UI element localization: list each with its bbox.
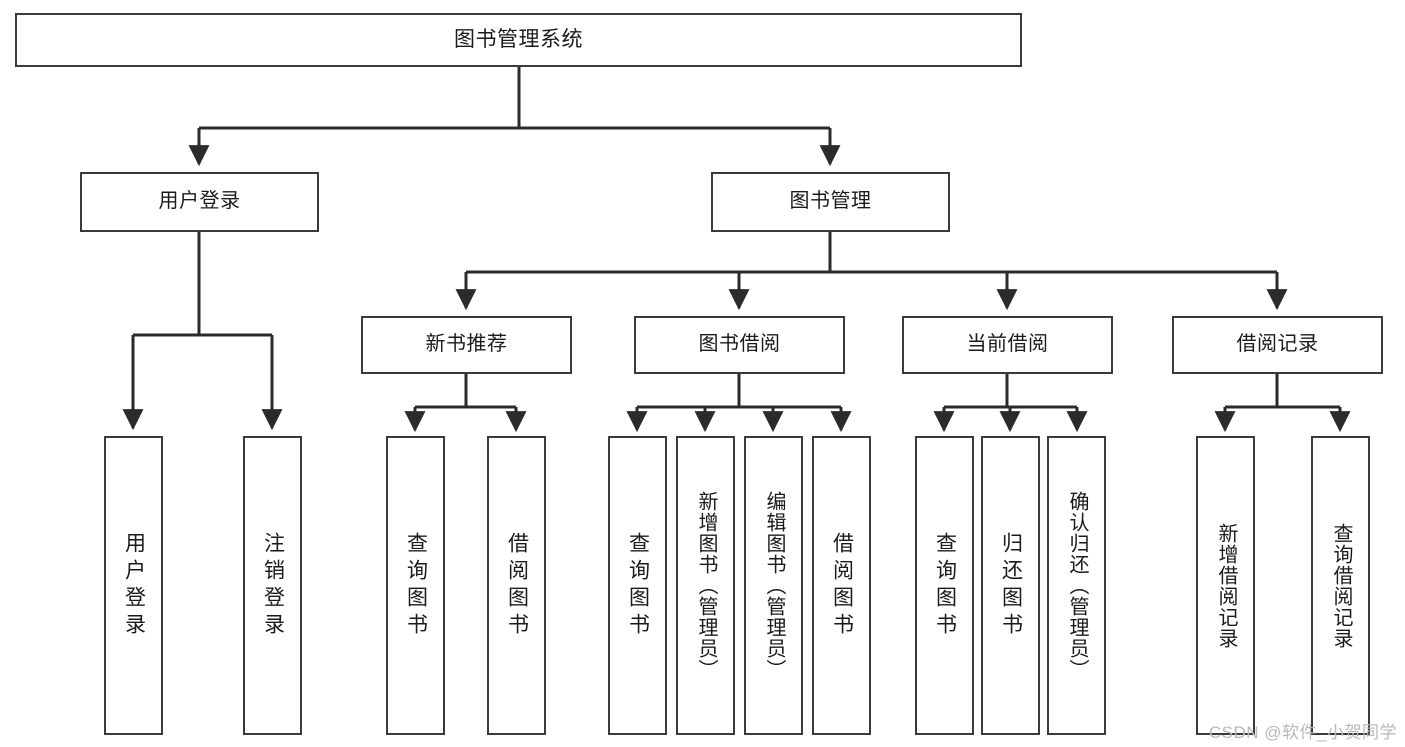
node-leaf-query-book-1-label: 查询图书: [404, 531, 428, 640]
node-leaf-query-record-label: 查询借阅记录: [1330, 522, 1352, 649]
node-borrow-record-label: 借阅记录: [1236, 333, 1319, 356]
node-book-manage-label: 图书管理: [789, 190, 872, 213]
node-leaf-return-book-label: 归还图书: [999, 531, 1023, 640]
node-leaf-borrow-book-1[interactable]: 借阅图书: [487, 436, 546, 735]
node-new-book-recommend[interactable]: 新书推荐: [361, 316, 572, 374]
node-leaf-user-login[interactable]: 用户登录: [104, 436, 163, 735]
node-leaf-query-book-3[interactable]: 查询图书: [915, 436, 974, 735]
node-leaf-edit-book-label: 编辑图书（管理员）: [763, 491, 785, 680]
node-book-borrow-label: 图书借阅: [698, 333, 781, 356]
node-borrow-record[interactable]: 借阅记录: [1172, 316, 1383, 374]
node-leaf-user-login-label: 用户登录: [122, 531, 146, 640]
node-leaf-borrow-book-2-label: 借阅图书: [830, 531, 854, 640]
node-book-manage[interactable]: 图书管理: [711, 172, 950, 232]
node-leaf-confirm-return[interactable]: 确认归还（管理员）: [1047, 436, 1106, 735]
node-leaf-add-book-label: 新增图书（管理员）: [695, 491, 717, 680]
node-leaf-confirm-return-label: 确认归还（管理员）: [1066, 491, 1088, 680]
node-new-book-recommend-label: 新书推荐: [425, 333, 508, 356]
node-current-borrow[interactable]: 当前借阅: [902, 316, 1113, 374]
node-root[interactable]: 图书管理系统: [15, 13, 1022, 67]
node-leaf-add-record[interactable]: 新增借阅记录: [1196, 436, 1255, 735]
node-leaf-edit-book[interactable]: 编辑图书（管理员）: [744, 436, 803, 735]
node-leaf-add-record-label: 新增借阅记录: [1215, 522, 1237, 649]
node-leaf-query-book-2-label: 查询图书: [626, 531, 650, 640]
node-leaf-query-book-1[interactable]: 查询图书: [386, 436, 445, 735]
node-leaf-add-book[interactable]: 新增图书（管理员）: [676, 436, 735, 735]
node-user-login-label: 用户登录: [158, 190, 241, 213]
node-book-borrow[interactable]: 图书借阅: [634, 316, 845, 374]
node-user-login[interactable]: 用户登录: [80, 172, 319, 232]
node-leaf-query-book-2[interactable]: 查询图书: [608, 436, 667, 735]
node-leaf-borrow-book-2[interactable]: 借阅图书: [812, 436, 871, 735]
node-leaf-borrow-book-1-label: 借阅图书: [505, 531, 529, 640]
node-leaf-query-record[interactable]: 查询借阅记录: [1311, 436, 1370, 735]
node-leaf-query-book-3-label: 查询图书: [933, 531, 957, 640]
node-leaf-logout-login-label: 注销登录: [261, 531, 285, 640]
node-root-label: 图书管理系统: [454, 27, 583, 51]
node-leaf-return-book[interactable]: 归还图书: [981, 436, 1040, 735]
node-current-borrow-label: 当前借阅: [966, 333, 1049, 356]
node-leaf-logout-login[interactable]: 注销登录: [243, 436, 302, 735]
